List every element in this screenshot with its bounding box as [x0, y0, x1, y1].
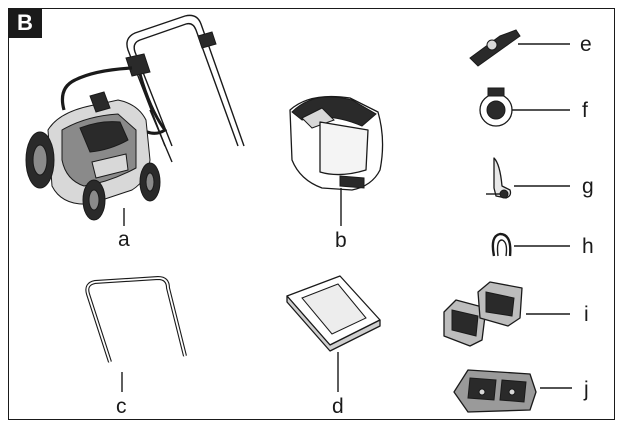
- manual-icon: [286, 275, 381, 392]
- label-j: j: [583, 378, 589, 401]
- label-d: d: [332, 395, 344, 418]
- cable-clip-icon: [491, 232, 570, 257]
- grass-box-icon: [289, 95, 384, 226]
- charger-icon: [453, 369, 572, 413]
- label-c: c: [116, 395, 127, 418]
- diagram-frame: [8, 8, 615, 420]
- knob-icon: [479, 87, 570, 127]
- lever-icon: [469, 29, 570, 67]
- label-h: h: [582, 235, 594, 258]
- batteries-icon: [443, 281, 570, 347]
- label-b: b: [335, 229, 347, 252]
- lawn-mower-icon: [25, 14, 245, 226]
- section-badge: B: [8, 8, 42, 38]
- label-i: i: [584, 303, 589, 326]
- label-g: g: [582, 175, 594, 198]
- clip-icon: [486, 157, 570, 199]
- label-a: a: [118, 228, 130, 251]
- handle-bar-icon: [85, 275, 187, 392]
- label-f: f: [582, 99, 588, 122]
- label-e: e: [580, 33, 592, 56]
